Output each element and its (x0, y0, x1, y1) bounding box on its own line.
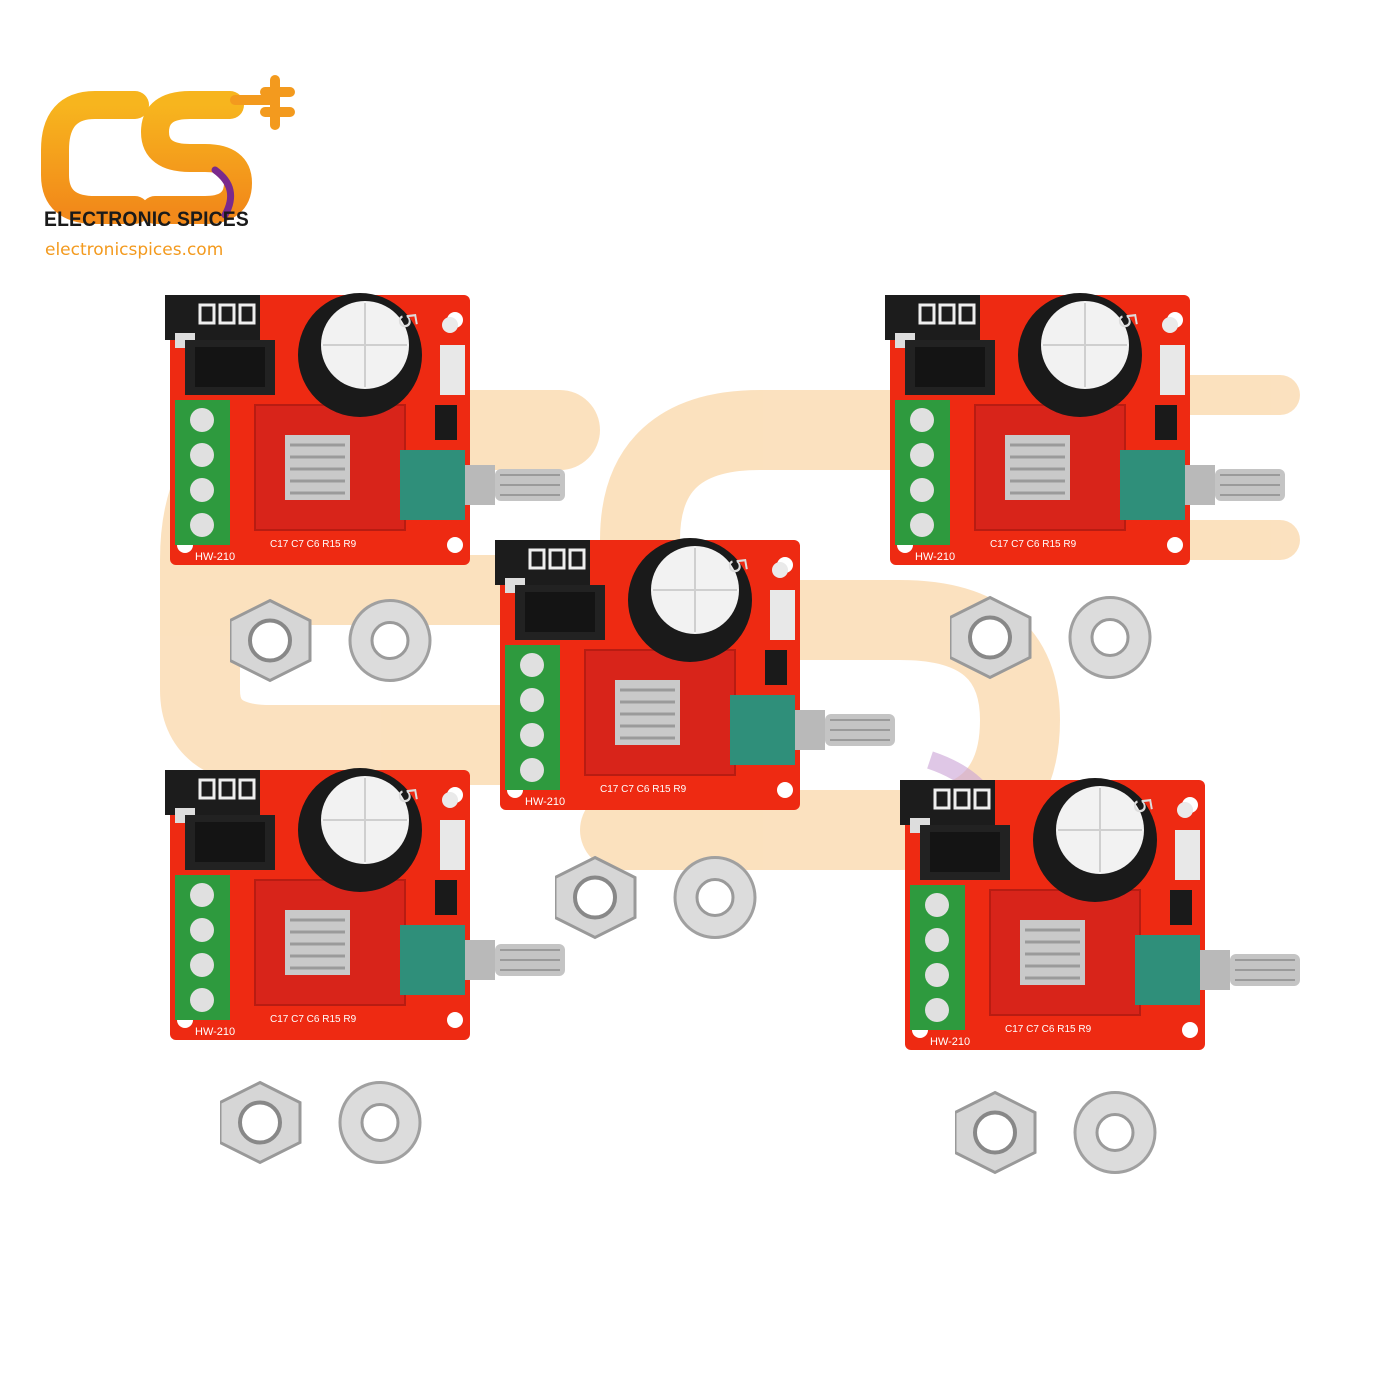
nut-and-washer-2 (950, 595, 1152, 680)
amplifier-module-2 (883, 291, 1287, 567)
brand-url[interactable]: electronicspices.com (45, 240, 224, 260)
brand-logo (41, 75, 295, 224)
amplifier-module-4 (163, 766, 567, 1042)
amplifier-module-5 (898, 776, 1302, 1052)
nut-and-washer-5 (955, 1090, 1157, 1175)
nut-and-washer-4 (220, 1080, 422, 1165)
brand-name: ELECTRONIC SPICES (44, 208, 249, 231)
nut-and-washer-3 (555, 855, 757, 940)
nut-and-washer-1 (230, 598, 432, 683)
